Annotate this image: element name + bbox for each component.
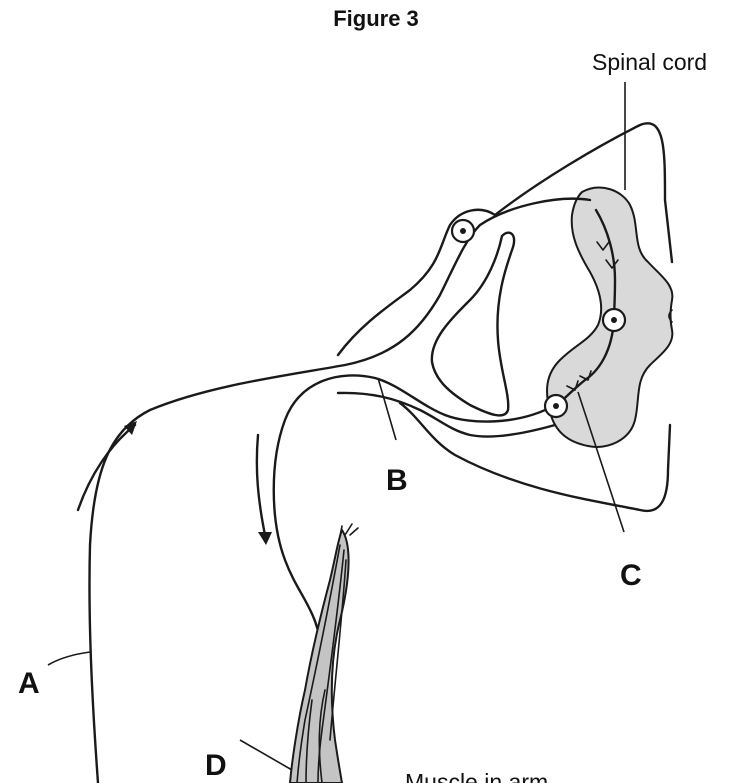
label-B-leader bbox=[378, 378, 396, 440]
label-D-leader bbox=[240, 740, 292, 770]
impulse-arrow-motor bbox=[257, 435, 265, 535]
label-B: B bbox=[386, 464, 408, 497]
relay-cell-body bbox=[603, 309, 625, 331]
label-A: A bbox=[18, 667, 40, 700]
impulse-arrow-sensory bbox=[78, 425, 135, 510]
motor-cell-body bbox=[545, 395, 567, 417]
sensory-neurone-A bbox=[89, 199, 590, 783]
label-C: C bbox=[620, 559, 642, 592]
label-D: D bbox=[205, 749, 227, 782]
sensory-cell-body bbox=[452, 220, 474, 242]
label-A-leader bbox=[48, 652, 90, 665]
ganglion-loop bbox=[432, 233, 514, 416]
label-spinal-cord: Spinal cord bbox=[592, 49, 707, 75]
impulse-arrow-motor-head bbox=[258, 532, 272, 545]
label-muscle: Muscle in arm bbox=[405, 769, 548, 783]
